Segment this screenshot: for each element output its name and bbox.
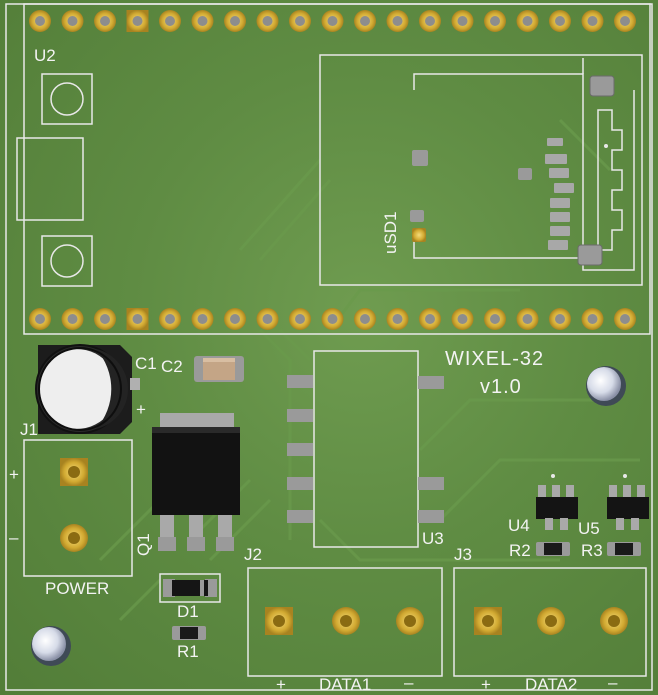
header-pin-hole: [165, 314, 175, 324]
label-u4: U4: [508, 516, 530, 535]
label-power: POWER: [45, 579, 110, 598]
diode-d1: [159, 573, 221, 603]
terminal-j3: [453, 567, 647, 677]
label-u3: U3: [422, 529, 444, 548]
header-pin-hole: [457, 314, 468, 324]
chip-u3: [287, 350, 444, 548]
header-pin-hole: [100, 314, 110, 324]
header-pin-hole: [132, 16, 143, 26]
label-q1: Q1: [134, 533, 153, 556]
mounting-hole-left: [31, 626, 71, 666]
resistor-r2: [536, 542, 570, 556]
label-c2: C2: [161, 357, 183, 376]
header-pin-hole: [327, 16, 338, 26]
header-pin-hole: [620, 16, 630, 26]
header-pin-hole: [555, 314, 565, 324]
u2-button-block: [16, 73, 93, 287]
bottom-header-pins: [29, 308, 636, 330]
chip-u4: [536, 474, 578, 530]
header-pin-hole: [522, 16, 533, 26]
label-usd1: uSD1: [381, 211, 400, 254]
header-pin-hole: [620, 314, 630, 324]
header-pin-hole: [555, 16, 565, 26]
header-pin-hole: [295, 16, 305, 26]
header-pin-hole: [490, 314, 500, 324]
resistor-r3: [607, 542, 641, 556]
label-j1: J1: [20, 420, 38, 439]
terminal-j1: [23, 439, 133, 577]
header-pin-hole: [360, 16, 370, 26]
header-pin-hole: [197, 16, 208, 26]
label-j2-minus: –: [404, 673, 414, 692]
header-pin-hole: [425, 314, 435, 324]
label-u5: U5: [578, 519, 600, 538]
header-pin-hole: [295, 314, 305, 324]
header-pin-hole: [327, 314, 338, 324]
header-pin-hole: [197, 314, 208, 324]
capacitor-c2: [194, 356, 244, 382]
header-pin-hole: [230, 16, 240, 26]
terminal-j2: [247, 567, 443, 677]
top-header-pins: [29, 10, 636, 32]
header-pin-hole: [392, 314, 403, 324]
label-j3-plus: +: [481, 675, 491, 694]
header-pin-hole: [132, 314, 143, 324]
mounting-hole-right: [586, 366, 626, 406]
header-pin-hole: [587, 16, 598, 26]
module-outline: [23, 3, 651, 335]
header-pin-hole: [587, 314, 598, 324]
usd-socket: [319, 54, 643, 286]
header-pin-hole: [262, 16, 273, 26]
resistor-r1: [172, 626, 206, 640]
label-d1: D1: [177, 602, 199, 621]
capacitor-c1: [35, 344, 140, 434]
header-pin-hole: [67, 314, 78, 324]
chip-u5: [607, 474, 649, 530]
label-data2: DATA2: [525, 675, 578, 694]
label-c1-plus: +: [136, 400, 146, 419]
label-c1: C1: [135, 354, 157, 373]
header-pin-hole: [457, 16, 468, 26]
board-title: WIXEL-32: [445, 348, 545, 370]
header-pin-hole: [425, 16, 435, 26]
label-r2: R2: [509, 541, 531, 560]
label-j3-minus: –: [608, 673, 618, 692]
header-pin-hole: [522, 314, 533, 324]
header-pin-hole: [360, 314, 370, 324]
regulator-q1: [152, 413, 240, 551]
board-version: v1.0: [480, 376, 522, 398]
header-pin-hole: [165, 16, 175, 26]
header-pin-hole: [35, 16, 45, 26]
label-j1-plus: +: [9, 465, 19, 484]
label-j1-minus: –: [9, 528, 19, 547]
label-u2: U2: [34, 46, 56, 65]
label-r3: R3: [581, 541, 603, 560]
label-j3: J3: [454, 545, 472, 564]
header-pin-hole: [490, 16, 500, 26]
header-pin-hole: [35, 314, 45, 324]
label-r1: R1: [177, 642, 199, 661]
header-pin-hole: [262, 314, 273, 324]
header-pin-hole: [67, 16, 78, 26]
header-pin-hole: [100, 16, 110, 26]
label-data1: DATA1: [319, 675, 372, 694]
label-j2: J2: [244, 545, 262, 564]
header-pin-hole: [392, 16, 403, 26]
header-pin-hole: [230, 314, 240, 324]
label-j2-plus: +: [276, 675, 286, 694]
